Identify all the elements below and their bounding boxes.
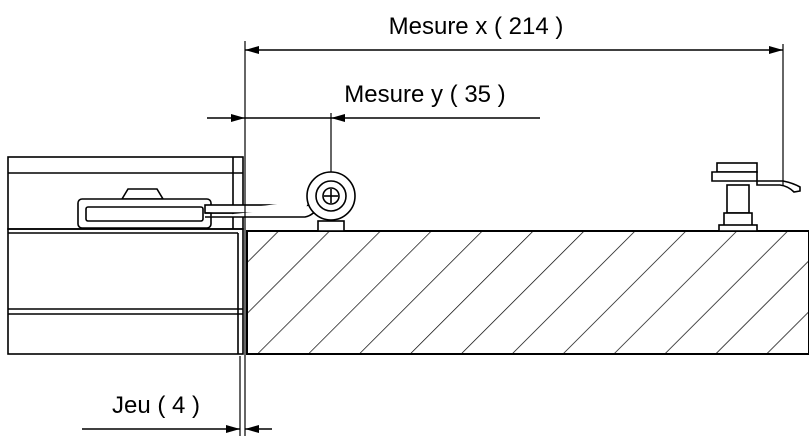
label-gap: Jeu ( 4 ) (112, 392, 200, 419)
dimension-gap: Jeu ( 4 ) (82, 392, 272, 433)
hatched-panel (246, 230, 809, 355)
dimension-measure-x: Mesure x ( 214 ) (245, 13, 783, 54)
label-measure-x: Mesure x ( 214 ) (389, 13, 564, 40)
hook-bolt (711, 162, 801, 232)
dimension-measure-y: Mesure y ( 35 ) (207, 81, 540, 122)
frame-profile (7, 156, 244, 355)
hinge (205, 171, 356, 232)
label-measure-y: Mesure y ( 35 ) (344, 81, 505, 108)
extension-lines (239, 41, 784, 436)
clamp-fitting (77, 188, 318, 229)
